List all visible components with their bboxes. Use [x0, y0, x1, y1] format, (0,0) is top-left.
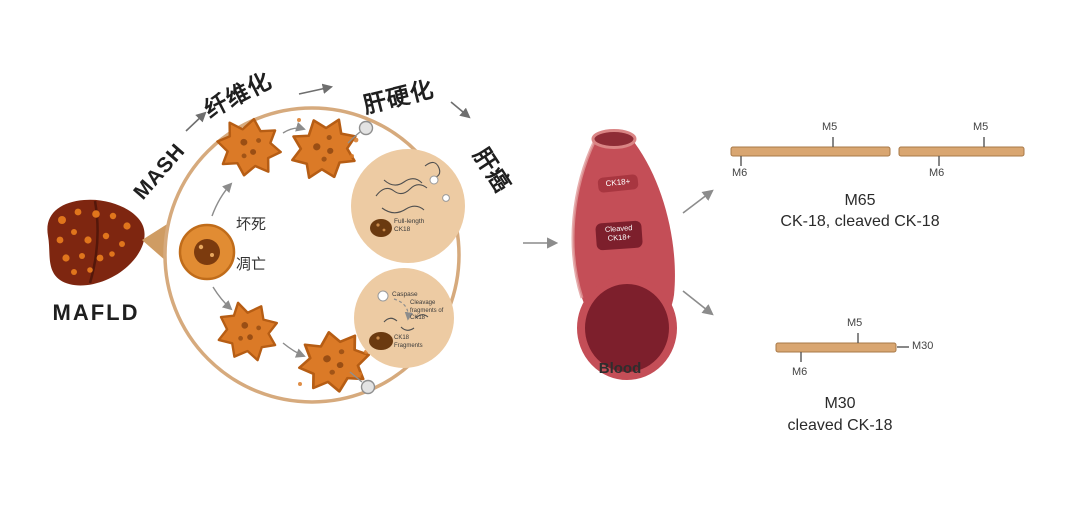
m65-bar2-m5-label: M5	[973, 121, 989, 133]
vessel-cleaved-ck18-tag: Cleaved CK18+	[604, 223, 633, 244]
m65-bar1-m5-label: M5	[822, 121, 838, 133]
main-flow-arrows	[523, 189, 714, 316]
stressed-cell-icon	[178, 223, 236, 281]
m65-bar2-m6-label: M6	[929, 167, 945, 179]
m30-bar-m6-label: M6	[792, 366, 808, 378]
inset-full-length-ck18-label: Full-length CK18	[394, 218, 425, 234]
m30-title: M30	[824, 395, 856, 412]
inset-cleavage-label: Cleavage fragments of CK18	[410, 300, 444, 321]
m30-subtitle: cleaved CK-18	[787, 417, 893, 434]
apoptosis-label: 凋亡	[236, 256, 267, 273]
stage-label-mafld: MAFLD	[52, 300, 140, 325]
inset-cleaved-ck18	[354, 268, 454, 368]
m65-bar1-m6-label: M6	[732, 167, 748, 179]
fatty-liver-icon	[47, 199, 145, 286]
m30-bar-m5-label: M5	[847, 317, 863, 329]
cell-process-arrows	[211, 122, 306, 358]
stage-arrows	[185, 83, 471, 132]
signal-pin-icon	[347, 120, 374, 144]
necrosis-label: 坏死	[236, 216, 267, 233]
inset-full-length-ck18	[351, 149, 465, 263]
m30-pointer-label: M30	[912, 340, 934, 352]
blood-label: Blood	[598, 360, 642, 377]
signal-pin-icon	[349, 371, 376, 395]
inset-fragments-label: CK18 Fragments	[394, 335, 423, 349]
blood-vessel-illustration	[571, 129, 677, 380]
m30-assay-bar	[775, 333, 909, 362]
m65-title: M65	[844, 192, 876, 209]
m65-subtitle: CK-18, cleaved CK-18	[780, 213, 940, 230]
inset-caspase-label: Caspase	[392, 291, 418, 298]
m65-assay-bars	[730, 137, 1025, 166]
